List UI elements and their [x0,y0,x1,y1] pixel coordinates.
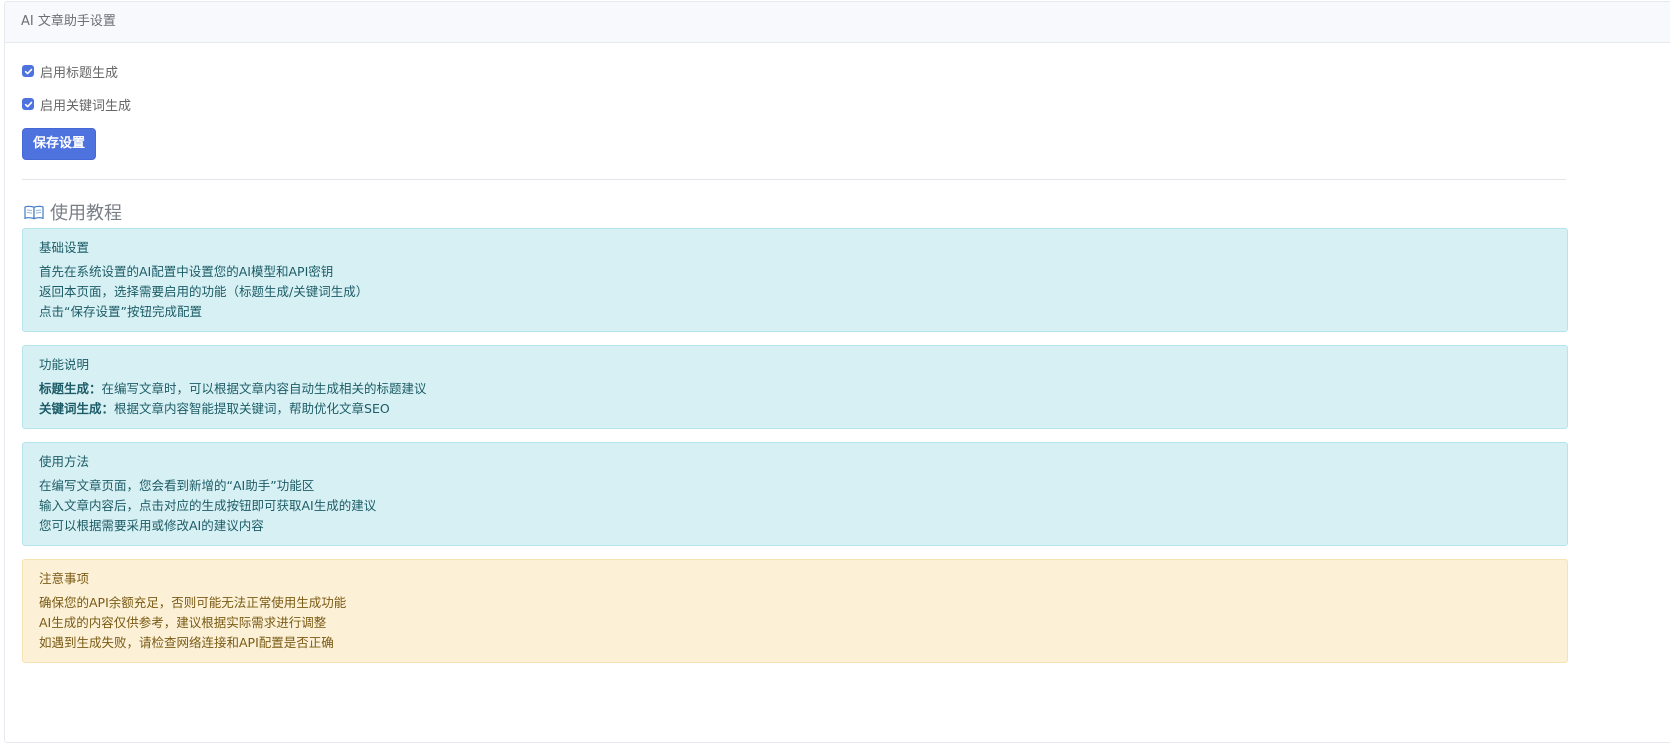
feature-desc: 在编写文章时，可以根据文章内容自动生成相关的标题建议 [101,381,427,396]
alert-line: 在编写文章页面，您会看到新增的“AI助手”功能区 [39,478,315,493]
feature-description-alert: 功能说明 标题生成：在编写文章时，可以根据文章内容自动生成相关的标题建议 关键词… [22,345,1568,429]
enable-title-checkbox[interactable] [22,65,34,77]
enable-keywords-option[interactable]: 启用关键词生成 [22,95,1670,114]
save-settings-button[interactable]: 保存设置 [22,128,97,160]
alert-line: AI生成的内容仅供参考，建议根据实际需求进行调整 [39,615,327,630]
alert-line: 输入文章内容后，点击对应的生成按钮即可获取AI生成的建议 [39,498,377,513]
alert-line: 标题生成：在编写文章时，可以根据文章内容自动生成相关的标题建议 [39,379,1551,399]
alert-line: 点击“保存设置”按钮完成配置 [39,304,202,319]
alert-line: 如遇到生成失败，请检查网络连接和API配置是否正确 [39,635,334,650]
notes-alert: 注意事项 确保您的API余额充足，否则可能无法正常使用生成功能 AI生成的内容仅… [22,559,1568,663]
panel-title: AI 文章助手设置 [5,2,1670,43]
alert-title: 注意事项 [39,571,90,586]
feature-desc: 根据文章内容智能提取关键词，帮助优化文章SEO [114,401,390,416]
usage-alert: 使用方法 在编写文章页面，您会看到新增的“AI助手”功能区 输入文章内容后，点击… [22,442,1568,546]
alert-title: 功能说明 [39,357,90,372]
check-icon [24,101,32,107]
basic-setup-alert: 基础设置 首先在系统设置的AI配置中设置您的AI模型和API密钥 返回本页面，选… [22,228,1568,332]
alert-line: 您可以根据需要采用或修改AI的建议内容 [39,518,264,533]
feature-term: 标题生成： [39,381,102,396]
alert-title: 基础设置 [39,240,90,255]
tutorial-heading: 使用教程 [22,200,1670,224]
enable-title-option[interactable]: 启用标题生成 [22,62,1670,81]
alert-line: 关键词生成：根据文章内容智能提取关键词，帮助优化文章SEO [39,399,1551,419]
feature-term: 关键词生成： [39,401,115,416]
panel-body: 启用标题生成 启用关键词生成 保存设置 使用教程 基础设置 [5,62,1670,663]
alert-line: 首先在系统设置的AI配置中设置您的AI模型和API密钥 [39,264,334,279]
enable-keywords-label: 启用关键词生成 [40,98,132,114]
tutorial-sections: 基础设置 首先在系统设置的AI配置中设置您的AI模型和API密钥 返回本页面，选… [22,228,1670,663]
alert-line: 返回本页面，选择需要启用的功能（标题生成/关键词生成） [39,284,369,299]
settings-panel: AI 文章助手设置 启用标题生成 启用关键词生成 保存设置 [4,1,1670,743]
divider [22,179,1566,180]
tutorial-title: 使用教程 [50,203,122,224]
enable-keywords-checkbox[interactable] [22,98,34,110]
enable-title-label: 启用标题生成 [40,65,119,81]
alert-line: 确保您的API余额充足，否则可能无法正常使用生成功能 [39,595,347,610]
alert-title: 使用方法 [39,454,90,469]
book-icon [24,205,44,220]
check-icon [24,68,32,74]
